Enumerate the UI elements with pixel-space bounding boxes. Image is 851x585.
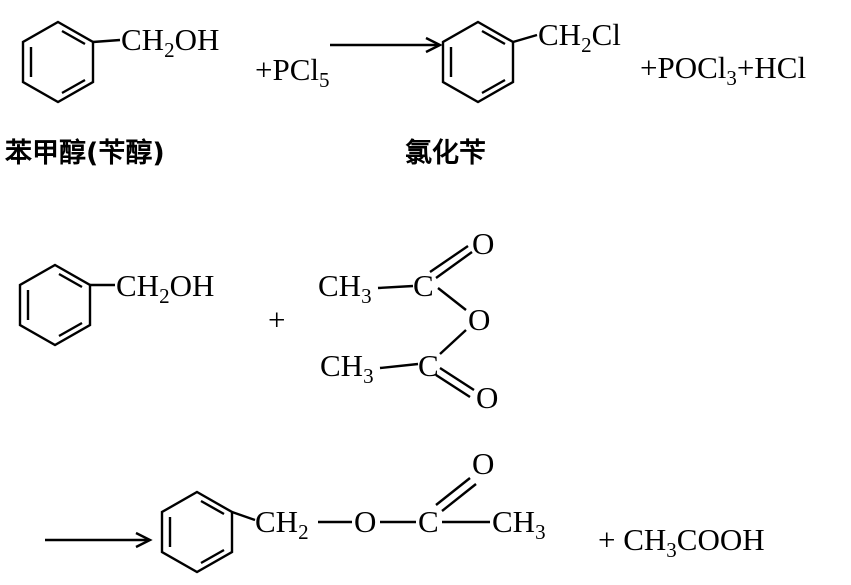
anhydride-oxygen-bottom: O	[476, 380, 498, 415]
bond	[377, 284, 414, 290]
anhydride-carbon-top: C	[413, 268, 434, 303]
product-carbonyl-oxygen: O	[472, 446, 494, 481]
product-ester-oxygen: O	[354, 504, 376, 539]
label-benzyl-chloride: 氯化苄	[405, 137, 486, 169]
anhydride-oxygen-top: O	[472, 226, 494, 261]
benzene-ring	[441, 20, 515, 104]
byproducts: +POCl3+HCl	[640, 50, 806, 90]
product-carbonyl-carbon: C	[418, 504, 439, 539]
bond	[439, 329, 467, 355]
bond	[92, 38, 121, 44]
plus-sign: +	[268, 302, 285, 337]
arrow-head-icon	[425, 36, 443, 54]
bond	[435, 373, 471, 399]
benzene-ring	[21, 20, 95, 104]
anhydride-methyl-top: CH3	[318, 268, 372, 308]
bond	[231, 510, 256, 522]
acetic-acid-byproduct: + CH3COOH	[598, 522, 765, 562]
bond	[439, 366, 475, 392]
anhydride-carbon-bottom: C	[418, 348, 439, 383]
bond	[429, 245, 469, 273]
bond	[512, 33, 538, 44]
benzene-ring	[160, 490, 234, 574]
pcl5-reagent: +PCl5	[255, 52, 330, 92]
ch2oh-group: CH2OH	[116, 268, 214, 308]
ch2oh-group: CH2OH	[121, 22, 219, 62]
anhydride-methyl-bottom: CH3	[320, 348, 374, 388]
bond	[441, 483, 477, 512]
bond	[435, 477, 471, 506]
label-benzyl-alcohol: 苯甲醇(苄醇)	[4, 137, 165, 169]
bond	[379, 362, 419, 370]
ch2cl-group: CH2Cl	[538, 17, 621, 57]
arrow-head-icon	[135, 531, 153, 549]
bond	[435, 251, 473, 279]
benzene-ring	[18, 263, 92, 347]
anhydride-bridge-oxygen: O	[468, 302, 490, 337]
product-methyl: CH3	[492, 504, 546, 544]
bond	[437, 287, 467, 311]
product-ch2: CH2	[255, 504, 309, 544]
